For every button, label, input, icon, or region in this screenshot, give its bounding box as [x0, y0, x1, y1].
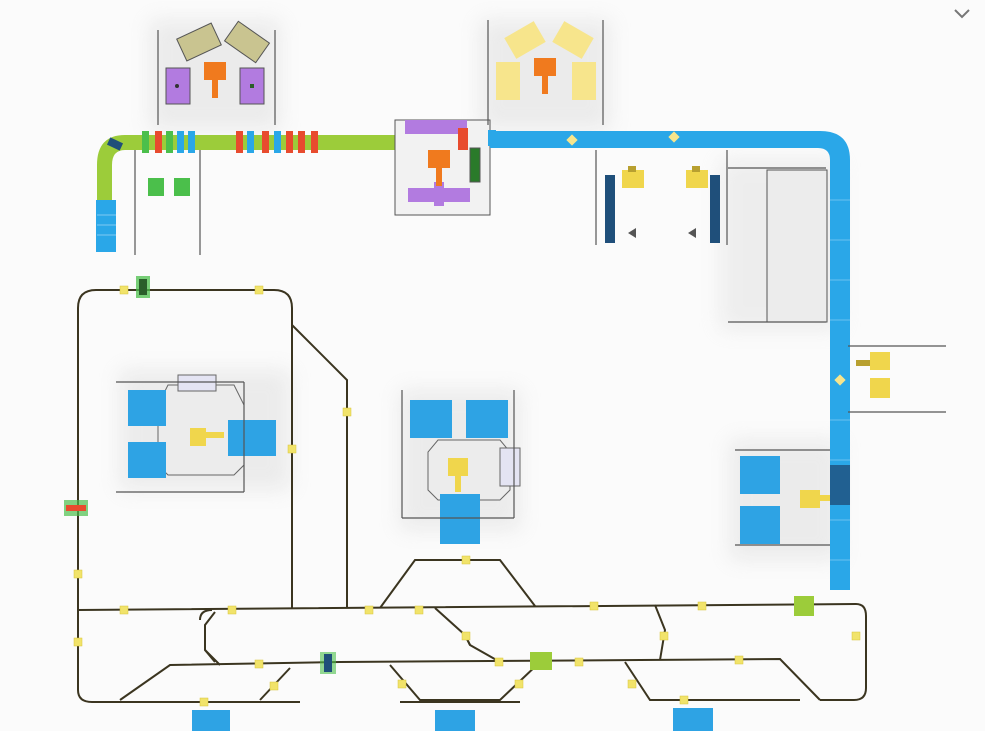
orange-robot-cell-center [394, 119, 496, 216]
chevron-down-icon[interactable] [951, 4, 973, 22]
bottom-stations [192, 708, 713, 731]
blue-conveyor [490, 131, 850, 590]
track-stops [73, 285, 861, 707]
cell-fences-top-left [134, 30, 276, 255]
shuttles [64, 276, 814, 674]
pack-cell-bottom-right [735, 449, 830, 546]
machining-cell-left [116, 374, 276, 493]
yellow-robot-cell-right [595, 150, 828, 323]
right-side-station [848, 345, 946, 413]
machining-cell-center [401, 390, 521, 544]
yellow-robot-cell-top [487, 20, 604, 125]
orange-robot-cell-left [165, 20, 271, 105]
